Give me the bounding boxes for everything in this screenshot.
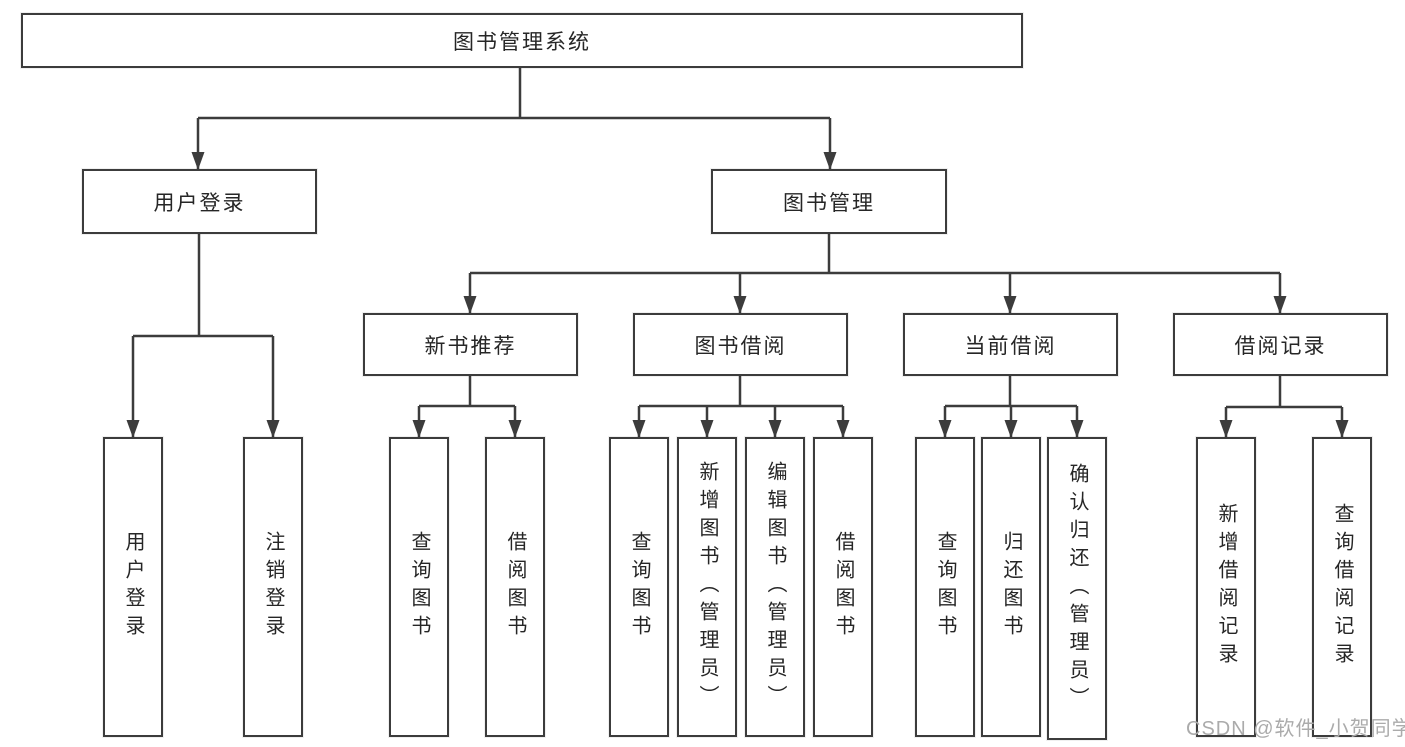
node-label: 借阅图书 — [832, 531, 854, 643]
node-label: 确认归还（管理员） — [1066, 462, 1088, 715]
node-label: 查询图书 — [408, 531, 430, 643]
leaf-user-login: 用户登录 — [103, 437, 163, 737]
node-label: 图书借阅 — [694, 334, 787, 358]
node-label: 借阅记录 — [1234, 334, 1327, 358]
node-label: 编辑图书（管理员） — [764, 461, 786, 713]
node-label: 图书管理系统 — [453, 30, 591, 54]
leaf-logout: 注销登录 — [243, 437, 303, 737]
node-root-system: 图书管理系统 — [21, 13, 1023, 68]
leaf-query-books-3: 查询图书 — [915, 437, 975, 737]
node-label: 用户登录 — [153, 191, 246, 215]
leaf-add-book-admin: 新增图书（管理员） — [677, 437, 737, 737]
leaf-return-book: 归还图书 — [981, 437, 1041, 737]
csdn-watermark: CSDN @软件_小贺同学 — [1186, 718, 1405, 740]
node-label: 新增借阅记录 — [1215, 503, 1237, 671]
node-label: 新增图书（管理员） — [696, 461, 718, 713]
leaf-edit-book-admin: 编辑图书（管理员） — [745, 437, 805, 737]
node-book-management-branch: 图书管理 — [711, 169, 947, 234]
node-user-login-branch: 用户登录 — [82, 169, 317, 234]
node-new-book-recommend: 新书推荐 — [363, 313, 578, 376]
node-label: 图书管理 — [783, 191, 875, 215]
leaf-confirm-return-admin: 确认归还（管理员） — [1047, 437, 1107, 740]
leaf-add-borrow-record: 新增借阅记录 — [1196, 437, 1256, 737]
node-label: 新书推荐 — [424, 334, 517, 358]
node-label: 查询借阅记录 — [1331, 503, 1353, 671]
leaf-query-books-1: 查询图书 — [389, 437, 449, 737]
node-label: 当前借阅 — [964, 334, 1057, 358]
node-current-borrow: 当前借阅 — [903, 313, 1118, 376]
leaf-borrow-books-1: 借阅图书 — [485, 437, 545, 737]
leaf-query-books-2: 查询图书 — [609, 437, 669, 737]
node-label: 注销登录 — [262, 531, 284, 643]
node-book-borrow: 图书借阅 — [633, 313, 848, 376]
node-label: 查询图书 — [628, 531, 650, 643]
node-label: 归还图书 — [1000, 531, 1022, 643]
node-borrow-records: 借阅记录 — [1173, 313, 1388, 376]
leaf-borrow-books-2: 借阅图书 — [813, 437, 873, 737]
leaf-query-borrow-record: 查询借阅记录 — [1312, 437, 1372, 737]
node-label: 用户登录 — [122, 531, 144, 643]
node-label: 查询图书 — [934, 531, 956, 643]
node-label: 借阅图书 — [504, 531, 526, 643]
